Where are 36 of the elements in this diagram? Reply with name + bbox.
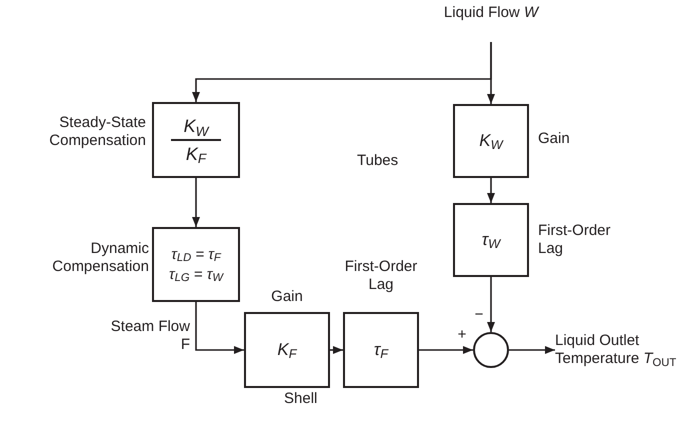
arrow xyxy=(195,302,244,354)
arrow xyxy=(192,42,492,102)
summing-junction xyxy=(473,332,509,368)
section-label: Shell xyxy=(284,390,318,408)
block-formula: τ$_{F}$ xyxy=(374,341,388,359)
block-formula: τ$_{LG}$ = τ$_{W}$ xyxy=(169,264,223,284)
edge-label: + xyxy=(456,326,468,344)
block-formula: K$_{W}$ xyxy=(184,116,208,136)
edge-label: Steam Flow F xyxy=(110,318,190,354)
block-formula: K$_{F}$ xyxy=(186,144,206,164)
transfer-block xyxy=(343,312,419,388)
flow-label: Liquid Outlet Temperature T$_{OUT}$ xyxy=(555,332,678,368)
block-formula: τ$_{LD}$ = τ$_{F}$ xyxy=(171,244,221,264)
block-caption: First-Order Lag xyxy=(538,222,612,258)
transfer-block xyxy=(244,312,330,388)
arrow xyxy=(487,277,495,332)
transfer-block xyxy=(453,203,529,277)
block-caption: Steady-State Compensation xyxy=(48,114,146,150)
arrow xyxy=(192,178,200,227)
section-label: Tubes xyxy=(357,152,398,170)
transfer-block xyxy=(453,104,529,178)
block-formula: K$_{F}$ xyxy=(277,341,297,359)
arrow xyxy=(487,178,495,203)
edge-label: − xyxy=(474,306,484,324)
block-caption: First-Order Lag xyxy=(344,258,418,294)
transfer-block xyxy=(152,227,240,302)
transfer-block xyxy=(152,102,240,178)
block-caption: Gain xyxy=(538,130,571,148)
block-caption: Dynamic Compensation xyxy=(51,240,149,276)
arrow xyxy=(330,346,343,354)
block-formula: K$_{W}$ xyxy=(479,132,503,150)
block-formula: τ$_{W}$ xyxy=(482,231,500,249)
arrow xyxy=(509,346,555,354)
block-caption: Gain xyxy=(270,288,304,306)
flow-label: Liquid Flow W xyxy=(444,4,538,23)
arrow xyxy=(419,346,473,354)
